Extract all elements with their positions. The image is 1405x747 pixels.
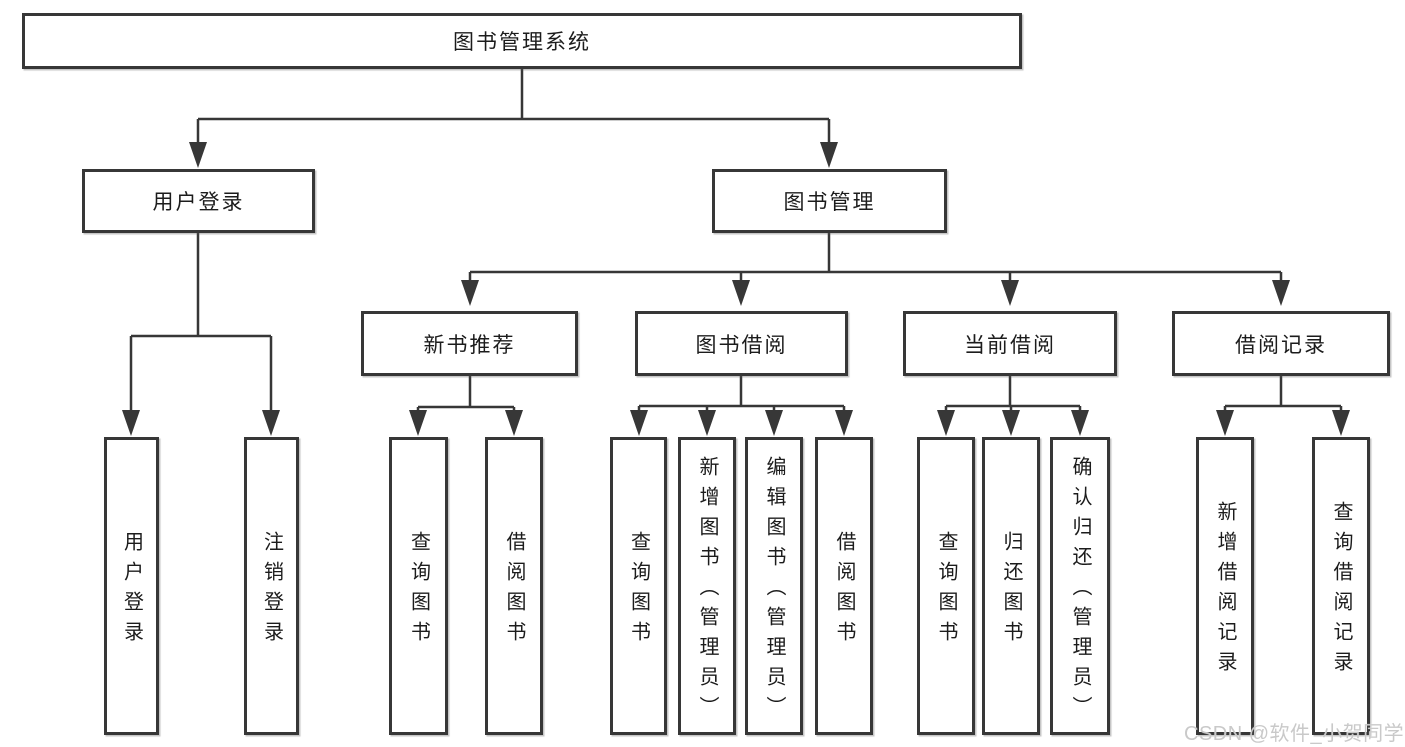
node-library-management-system-label: 图书管理系统	[453, 31, 591, 54]
leaf-add-borrow-record: 新增借阅记录	[1196, 437, 1254, 735]
leaf-recommend-borrow-books: 借阅图书	[485, 437, 543, 735]
node-book-management: 图书管理	[712, 169, 947, 233]
node-library-management-system: 图书管理系统	[22, 13, 1022, 69]
leaf-return-books-label: 归还图书	[1000, 531, 1022, 651]
leaf-current-query-books-label: 查询图书	[935, 531, 957, 651]
leaf-confirm-return-admin-label: 确认归还（管理员）	[1069, 456, 1091, 726]
node-new-book-recommendation: 新书推荐	[361, 311, 578, 376]
leaf-recommend-query-books-label: 查询图书	[407, 531, 430, 651]
leaf-return-books: 归还图书	[982, 437, 1040, 735]
leaf-user-login: 用户登录	[104, 437, 159, 735]
leaf-add-borrow-record-label: 新增借阅记录	[1214, 501, 1236, 681]
leaf-recommend-borrow-books-label: 借阅图书	[503, 531, 525, 651]
node-current-borrowing: 当前借阅	[903, 311, 1117, 376]
leaf-borrowing-query-books-label: 查询图书	[627, 531, 650, 651]
leaf-recommend-query-books: 查询图书	[389, 437, 448, 735]
node-user-login: 用户登录	[82, 169, 315, 233]
arrowheads	[122, 142, 1350, 436]
leaf-add-books-admin-label: 新增图书（管理员）	[696, 456, 718, 726]
leaf-query-borrow-record: 查询借阅记录	[1312, 437, 1370, 735]
watermark: CSDN @软件_小贺同学	[1184, 723, 1405, 745]
leaf-current-query-books: 查询图书	[917, 437, 975, 735]
node-user-login-label: 用户登录	[152, 191, 245, 214]
leaf-edit-books-admin: 编辑图书（管理员）	[745, 437, 803, 735]
node-book-borrowing: 图书借阅	[635, 311, 848, 376]
node-current-borrowing-label: 当前借阅	[964, 333, 1056, 357]
leaf-borrow-books-label: 借阅图书	[833, 531, 855, 651]
leaf-confirm-return-admin: 确认归还（管理员）	[1050, 437, 1110, 735]
leaf-borrow-books: 借阅图书	[815, 437, 873, 735]
leaf-user-login-label: 用户登录	[120, 531, 143, 651]
leaf-borrowing-query-books: 查询图书	[610, 437, 667, 735]
leaf-edit-books-admin-label: 编辑图书（管理员）	[763, 456, 785, 726]
leaf-logout-label: 注销登录	[260, 531, 283, 651]
leaf-logout: 注销登录	[244, 437, 299, 735]
node-new-book-recommendation-label: 新书推荐	[423, 333, 516, 357]
node-book-management-label: 图书管理	[783, 191, 876, 214]
leaf-query-borrow-record-label: 查询借阅记录	[1330, 501, 1352, 681]
node-book-borrowing-label: 图书借阅	[695, 333, 788, 357]
leaf-add-books-admin: 新增图书（管理员）	[678, 437, 736, 735]
node-borrowing-records-label: 借阅记录	[1235, 333, 1327, 357]
node-borrowing-records: 借阅记录	[1172, 311, 1390, 376]
